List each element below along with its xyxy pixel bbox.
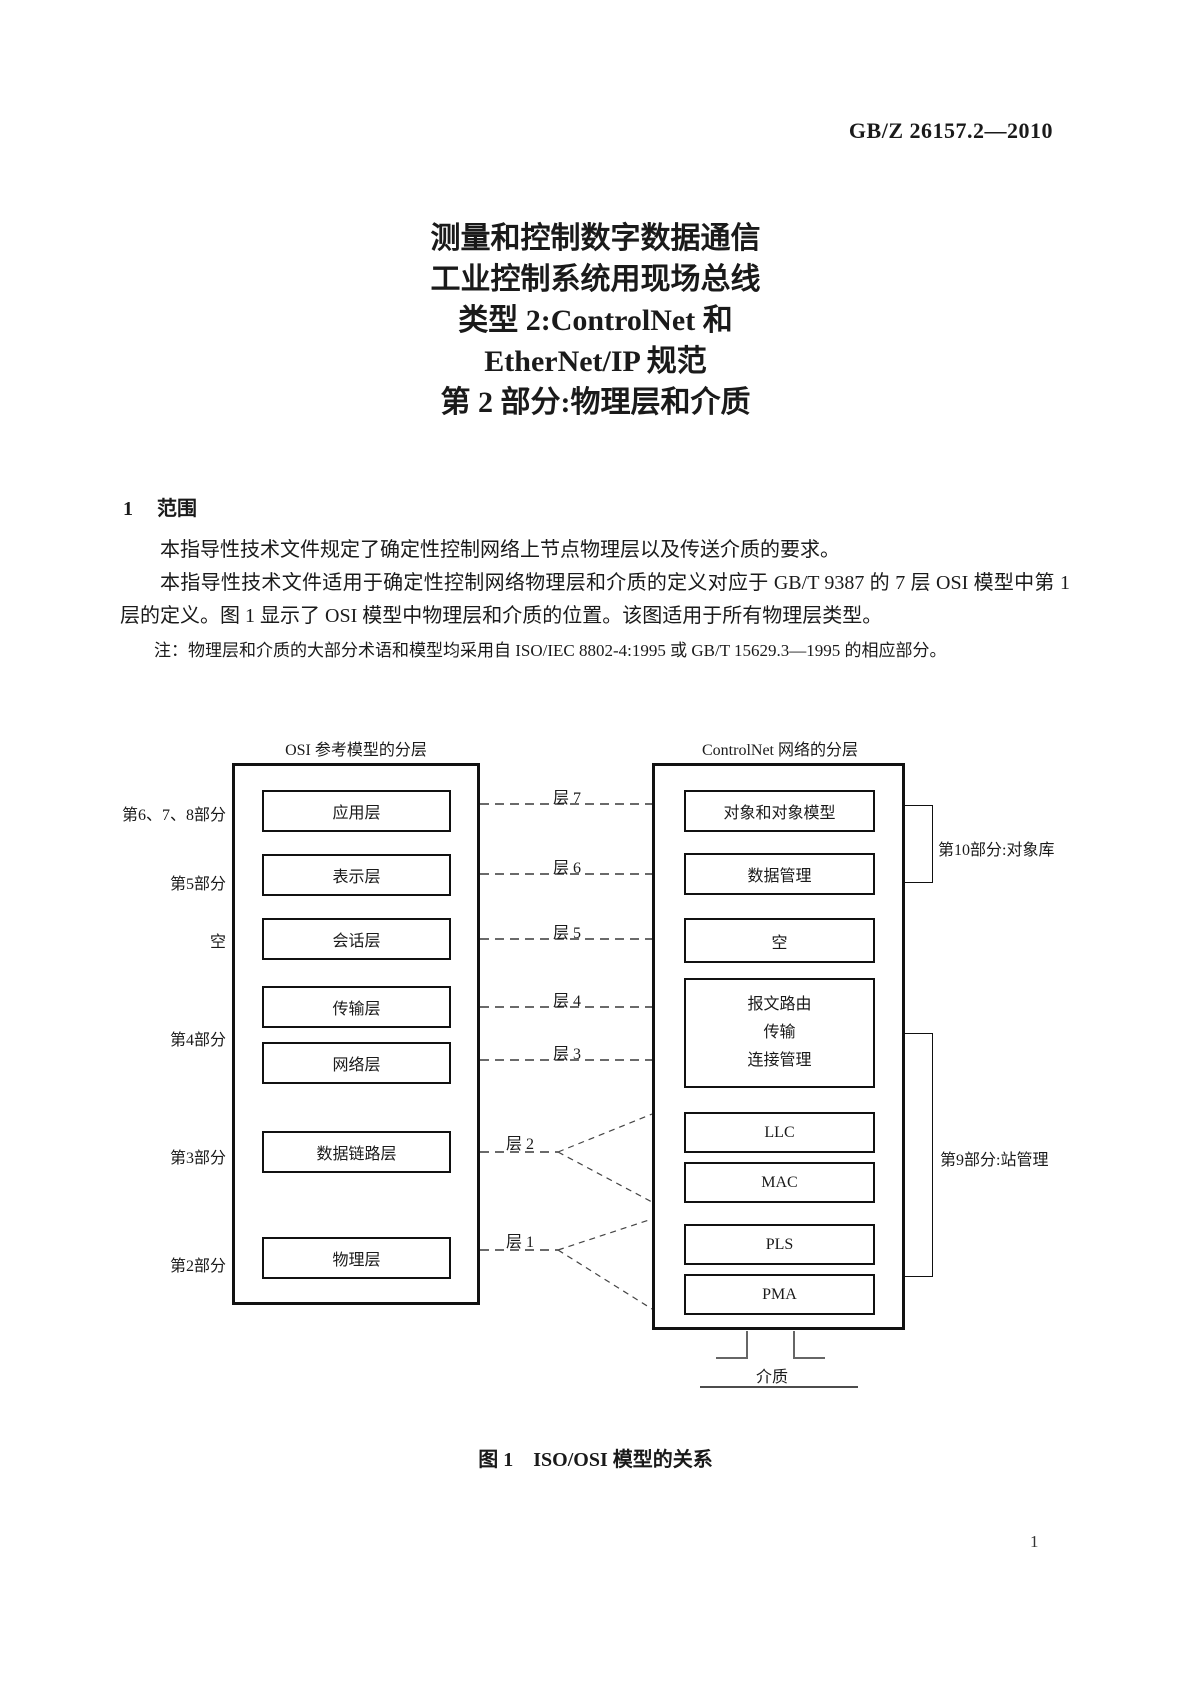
cnet-layer-data-mgmt: 数据管理 [684,853,875,895]
layer-label-1: 层 1 [505,1234,534,1251]
bracket-part-10 [903,805,933,883]
layer-dashed-lines [480,803,652,1251]
osi-stack-box [232,763,480,1305]
osi-layer-transport: 传输层 [262,986,451,1028]
layer-fork-lines [557,1113,653,1310]
standard-code: GB/Z 26157.2—2010 [848,118,1053,143]
cnet-layer-llc: LLC [684,1112,875,1153]
osi-layer-network: 网络层 [262,1042,451,1084]
part-label-10-object-library: 第10部分:对象库 [938,842,1055,859]
page-number: 1 [1030,1532,1039,1551]
media-label: 介质 [755,1369,788,1386]
router-line-3: 连接管理 [747,1052,812,1069]
part-label-6-7-8: 第6、7、8部分 [121,807,226,824]
osi-column-header: OSI 参考模型的分层 [285,742,427,759]
paragraph-scope-1: 本指导性技术文件规定了确定性控制网络上节点物理层以及传送介质的要求。 [160,539,840,561]
part-label-3: 第3部分 [169,1150,226,1167]
layer-label-2: 层 2 [505,1136,534,1153]
part-label-2: 第2部分 [169,1258,226,1275]
osi-layer-presentation: 表示层 [262,854,451,896]
document-title: 测量和控制数字数据通信 工业控制系统用现场总线 类型 2:ControlNet … [0,218,1191,423]
osi-layer-datalink: 数据链路层 [262,1131,451,1173]
layer-label-3: 层 3 [552,1046,581,1063]
connector-lines [480,803,858,1388]
title-line-3: 类型 2:ControlNet 和 [458,304,733,337]
section-number: 1 [123,498,133,520]
layer-label-6: 层 6 [552,860,581,877]
cnet-layer-pls: PLS [684,1224,875,1265]
router-line-2: 传输 [763,1024,796,1041]
part-label-5: 第5部分 [169,876,226,893]
controlnet-column-header: ControlNet 网络的分层 [702,742,858,759]
cnet-layer-pma: PMA [684,1274,875,1315]
osi-layer-application: 应用层 [262,790,451,832]
title-line-2: 工业控制系统用现场总线 [430,263,761,296]
bracket-part-9 [903,1033,933,1277]
title-line-5: 第 2 部分:物理层和介质 [440,386,751,419]
figure-caption: 图 1 ISO/OSI 模型的关系 [478,1449,713,1471]
router-line-1: 报文路由 [747,996,812,1013]
layer-label-4: 层 4 [552,993,581,1010]
cnet-layer-mac: MAC [684,1162,875,1203]
layer-label-5: 层 5 [552,925,581,942]
part-label-9-station-mgmt: 第9部分:站管理 [940,1152,1049,1169]
cnet-layer-objects: 对象和对象模型 [684,790,875,832]
section-heading: 1 范围 [123,492,197,521]
part-label-null: 空 [209,934,226,951]
cnet-layer-null: 空 [684,918,875,963]
cnet-layer-routing: 报文路由 传输 连接管理 [684,978,875,1088]
osi-layer-physical: 物理层 [262,1237,451,1279]
section-title: 范围 [157,498,197,520]
media-tap-legs [716,1331,825,1359]
title-line-4: EtherNet/IP 规范 [484,345,707,378]
part-label-4: 第4部分 [169,1032,226,1049]
layer-label-7: 层 7 [552,790,581,807]
osi-layer-session: 会话层 [262,918,451,960]
paragraph-scope-2: 本指导性技术文件适用于确定性控制网络物理层和介质的定义对应于 GB/T 9387… [120,572,1070,627]
paragraph-note: 注：物理层和介质的大部分术语和模型均采用自 ISO/IEC 8802-4:199… [154,641,947,660]
title-line-1: 测量和控制数字数据通信 [430,222,761,255]
